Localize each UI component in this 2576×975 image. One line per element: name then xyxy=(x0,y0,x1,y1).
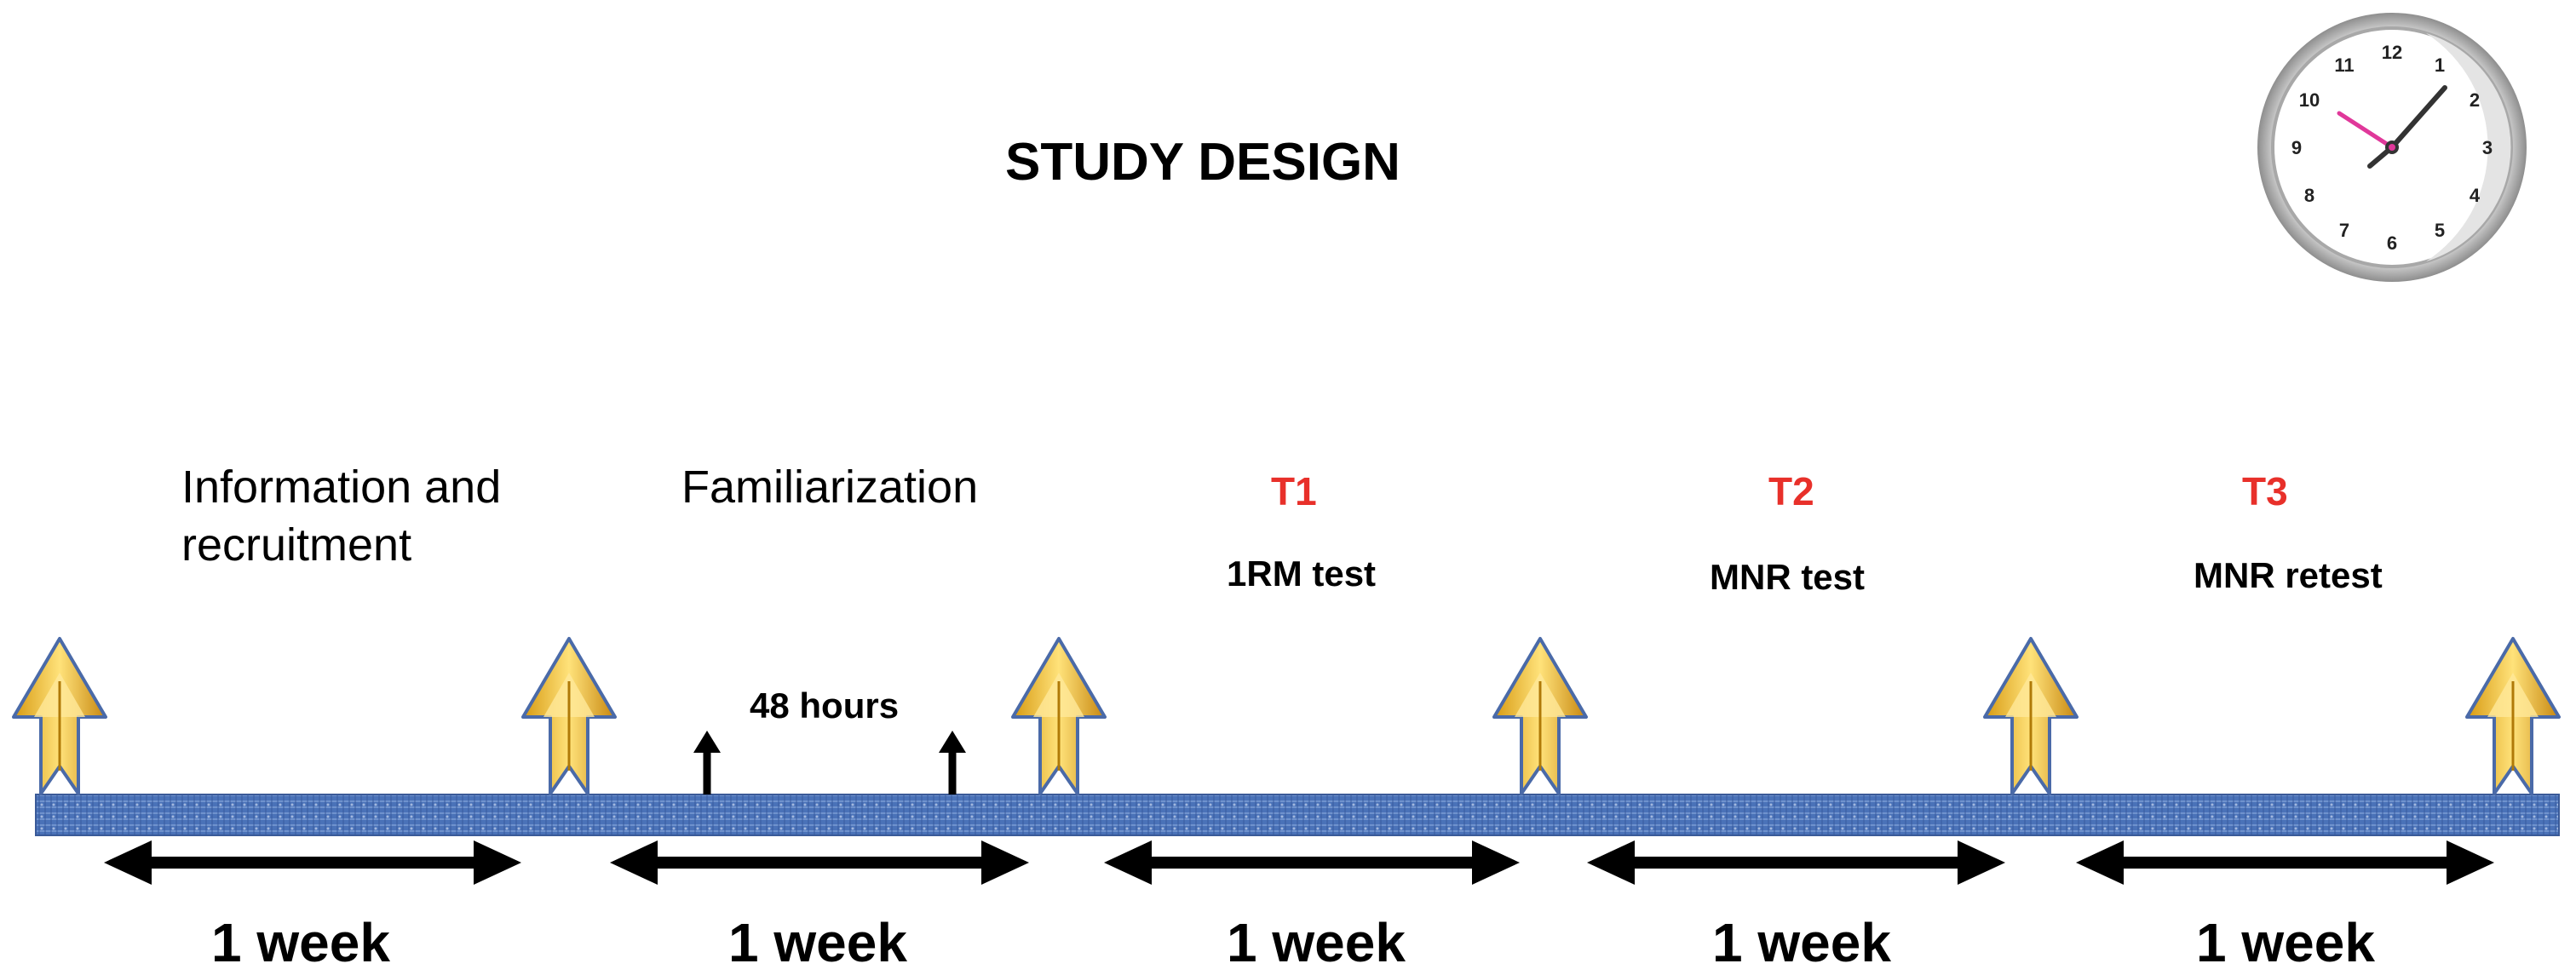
interval-arrow-start xyxy=(693,731,721,794)
clock-number: 9 xyxy=(2291,137,2302,158)
clock-number: 6 xyxy=(2387,232,2397,254)
timepoint-t3: T3 xyxy=(2242,469,2288,513)
duration-5: 1 week xyxy=(2196,912,2375,973)
milestone-arrow-icon xyxy=(1011,637,1107,795)
clock-number: 4 xyxy=(2470,185,2481,206)
clock-number: 7 xyxy=(2339,220,2349,241)
duration-arrow-3 xyxy=(1104,840,1520,885)
duration-3: 1 week xyxy=(1227,912,1406,973)
clock-number: 1 xyxy=(2435,54,2445,76)
diagram-title: STUDY DESIGN xyxy=(1005,133,1400,192)
clock-number: 3 xyxy=(2482,137,2493,158)
clock-number: 5 xyxy=(2435,220,2445,241)
clock-number: 10 xyxy=(2299,89,2320,111)
duration-1: 1 week xyxy=(211,912,390,973)
duration-arrow-5 xyxy=(2076,840,2494,885)
test-t2: MNR test xyxy=(1710,557,1866,597)
clock-number: 2 xyxy=(2470,89,2480,111)
milestone-arrow-icon xyxy=(1492,637,1588,795)
timepoint-t2: T2 xyxy=(1768,469,1814,513)
milestone-arrow-icon xyxy=(1983,637,2079,795)
milestone-arrow-icon xyxy=(12,637,107,795)
clock-number: 12 xyxy=(2382,42,2402,63)
interval-label: 48 hours xyxy=(750,685,900,726)
timepoint-t1: T1 xyxy=(1271,469,1317,513)
milestone-arrow-icon xyxy=(521,637,617,795)
test-t3: MNR retest xyxy=(2194,555,2383,595)
clock-number: 11 xyxy=(2334,54,2354,76)
phase-1-label: Information and recruitment xyxy=(181,462,502,571)
test-t1: 1RM test xyxy=(1227,553,1377,594)
interval-arrow-end xyxy=(939,731,966,794)
clock-number: 8 xyxy=(2304,185,2314,206)
timeline-bar xyxy=(35,794,2560,836)
duration-4: 1 week xyxy=(1712,912,1891,973)
duration-arrow-1 xyxy=(104,840,521,885)
duration-arrow-2 xyxy=(610,840,1029,885)
phase-2-label: Familiarization xyxy=(681,462,979,513)
duration-arrow-4 xyxy=(1587,840,2005,885)
duration-2: 1 week xyxy=(728,912,907,973)
milestone-arrow-icon xyxy=(2465,637,2561,795)
